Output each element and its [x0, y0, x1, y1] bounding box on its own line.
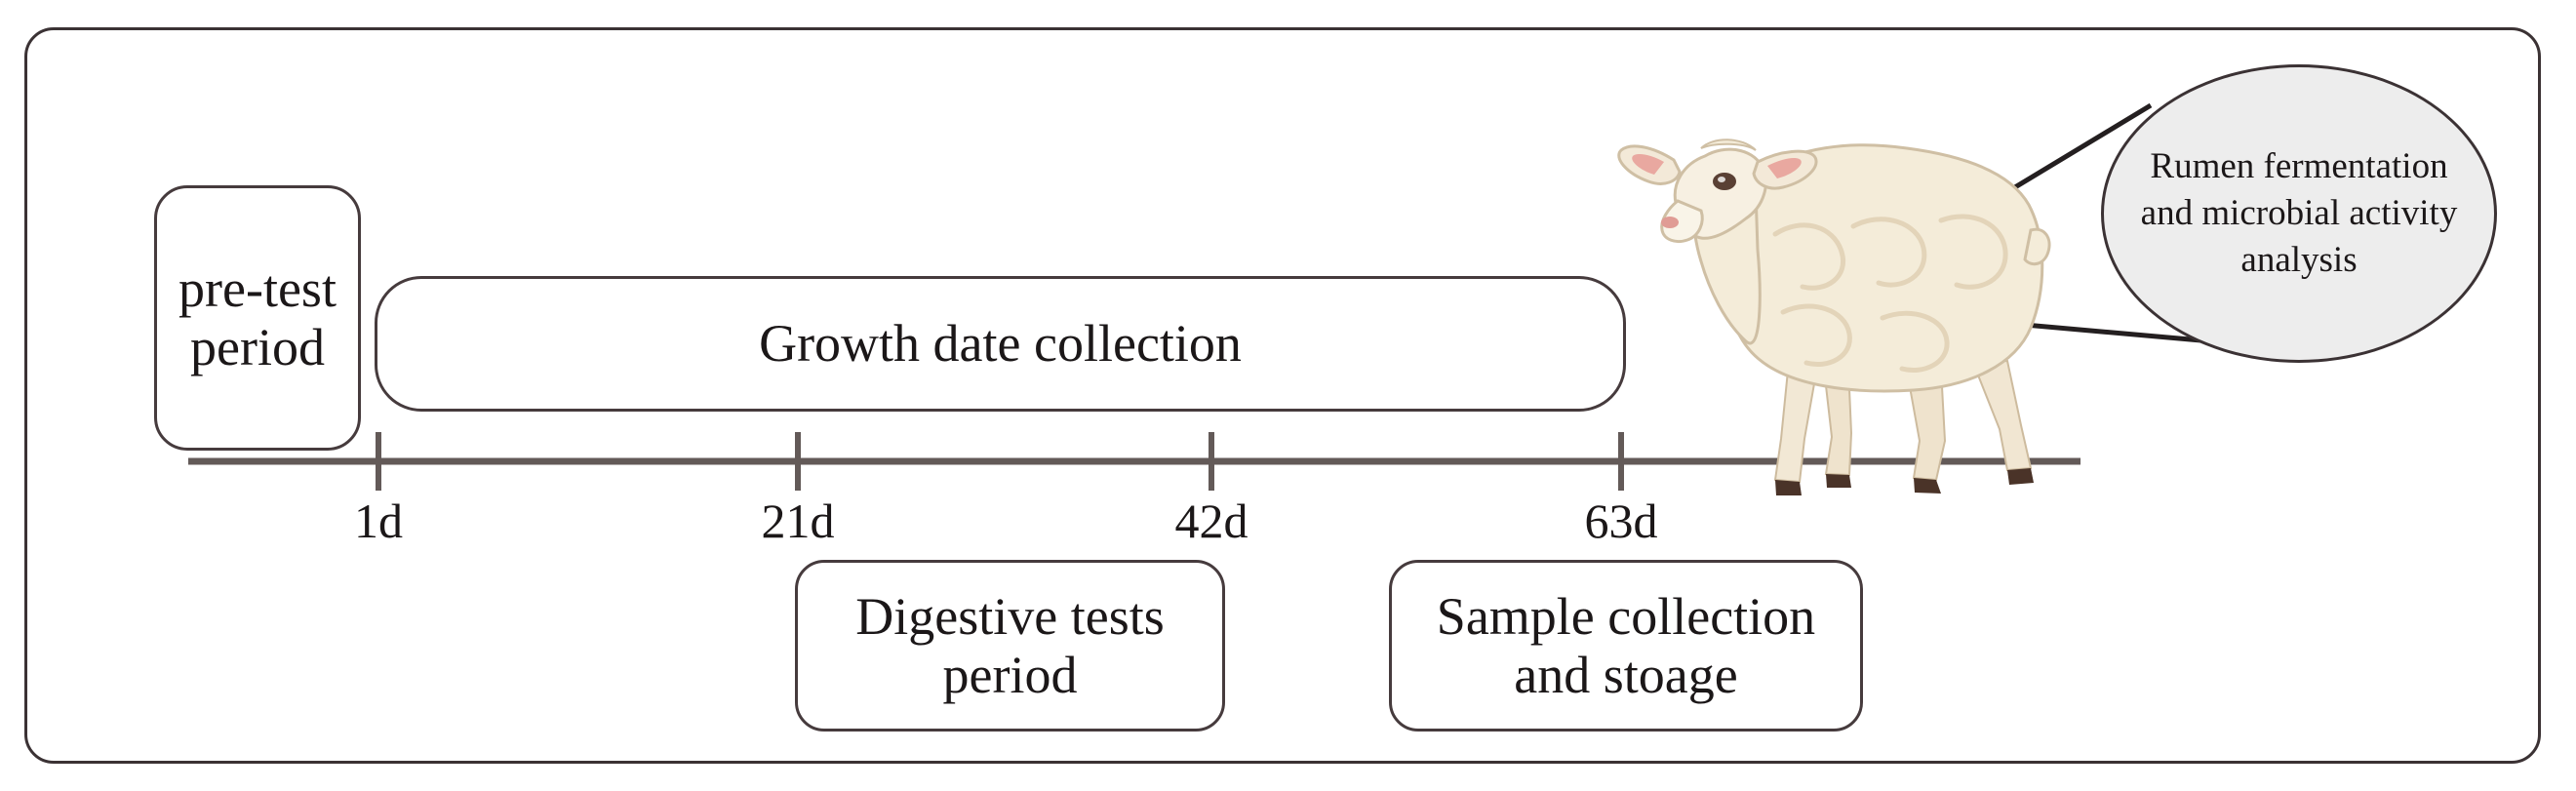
box-pretest-period: pre-test period — [154, 185, 361, 451]
box-digestive-tests-period: Digestive tests period — [795, 560, 1225, 732]
box-growth-data-collection: Growth date collection — [375, 276, 1626, 412]
tick-label-1d: 1d — [354, 494, 403, 548]
box-pretest-line1: pre-test — [178, 258, 337, 318]
box-sample-collection-storage: Sample collection and stoage — [1389, 560, 1863, 732]
sheep-nose — [1661, 217, 1679, 228]
callout-line1: Rumen fermentation — [2150, 145, 2448, 186]
box-growth-label: Growth date collection — [759, 314, 1242, 374]
box-sample-text: Sample collection and stoage — [1427, 587, 1825, 705]
box-digestive-text: Digestive tests period — [846, 587, 1173, 705]
callout-line2: and microbial activity — [2140, 192, 2458, 233]
callout-text: Rumen fermentation and microbial activit… — [2109, 143, 2489, 284]
box-sample-line2: and stoage — [1514, 646, 1738, 704]
tick-label-63d: 63d — [1584, 494, 1658, 548]
sheep-illustration — [1617, 138, 2051, 495]
box-pretest-text: pre-test period — [169, 259, 346, 377]
callout-line3: analysis — [2240, 240, 2358, 281]
box-sample-line1: Sample collection — [1436, 586, 1816, 646]
sheep-eye — [1713, 173, 1736, 190]
box-pretest-line2: period — [190, 318, 325, 376]
timeline-ticks — [376, 432, 1624, 491]
callout-rumen-analysis: Rumen fermentation and microbial activit… — [2101, 64, 2497, 363]
box-digestive-line2: period — [942, 646, 1078, 704]
tick-label-21d: 21d — [761, 494, 835, 548]
tick-label-42d: 42d — [1174, 494, 1248, 548]
box-digestive-line1: Digestive tests — [855, 586, 1165, 646]
